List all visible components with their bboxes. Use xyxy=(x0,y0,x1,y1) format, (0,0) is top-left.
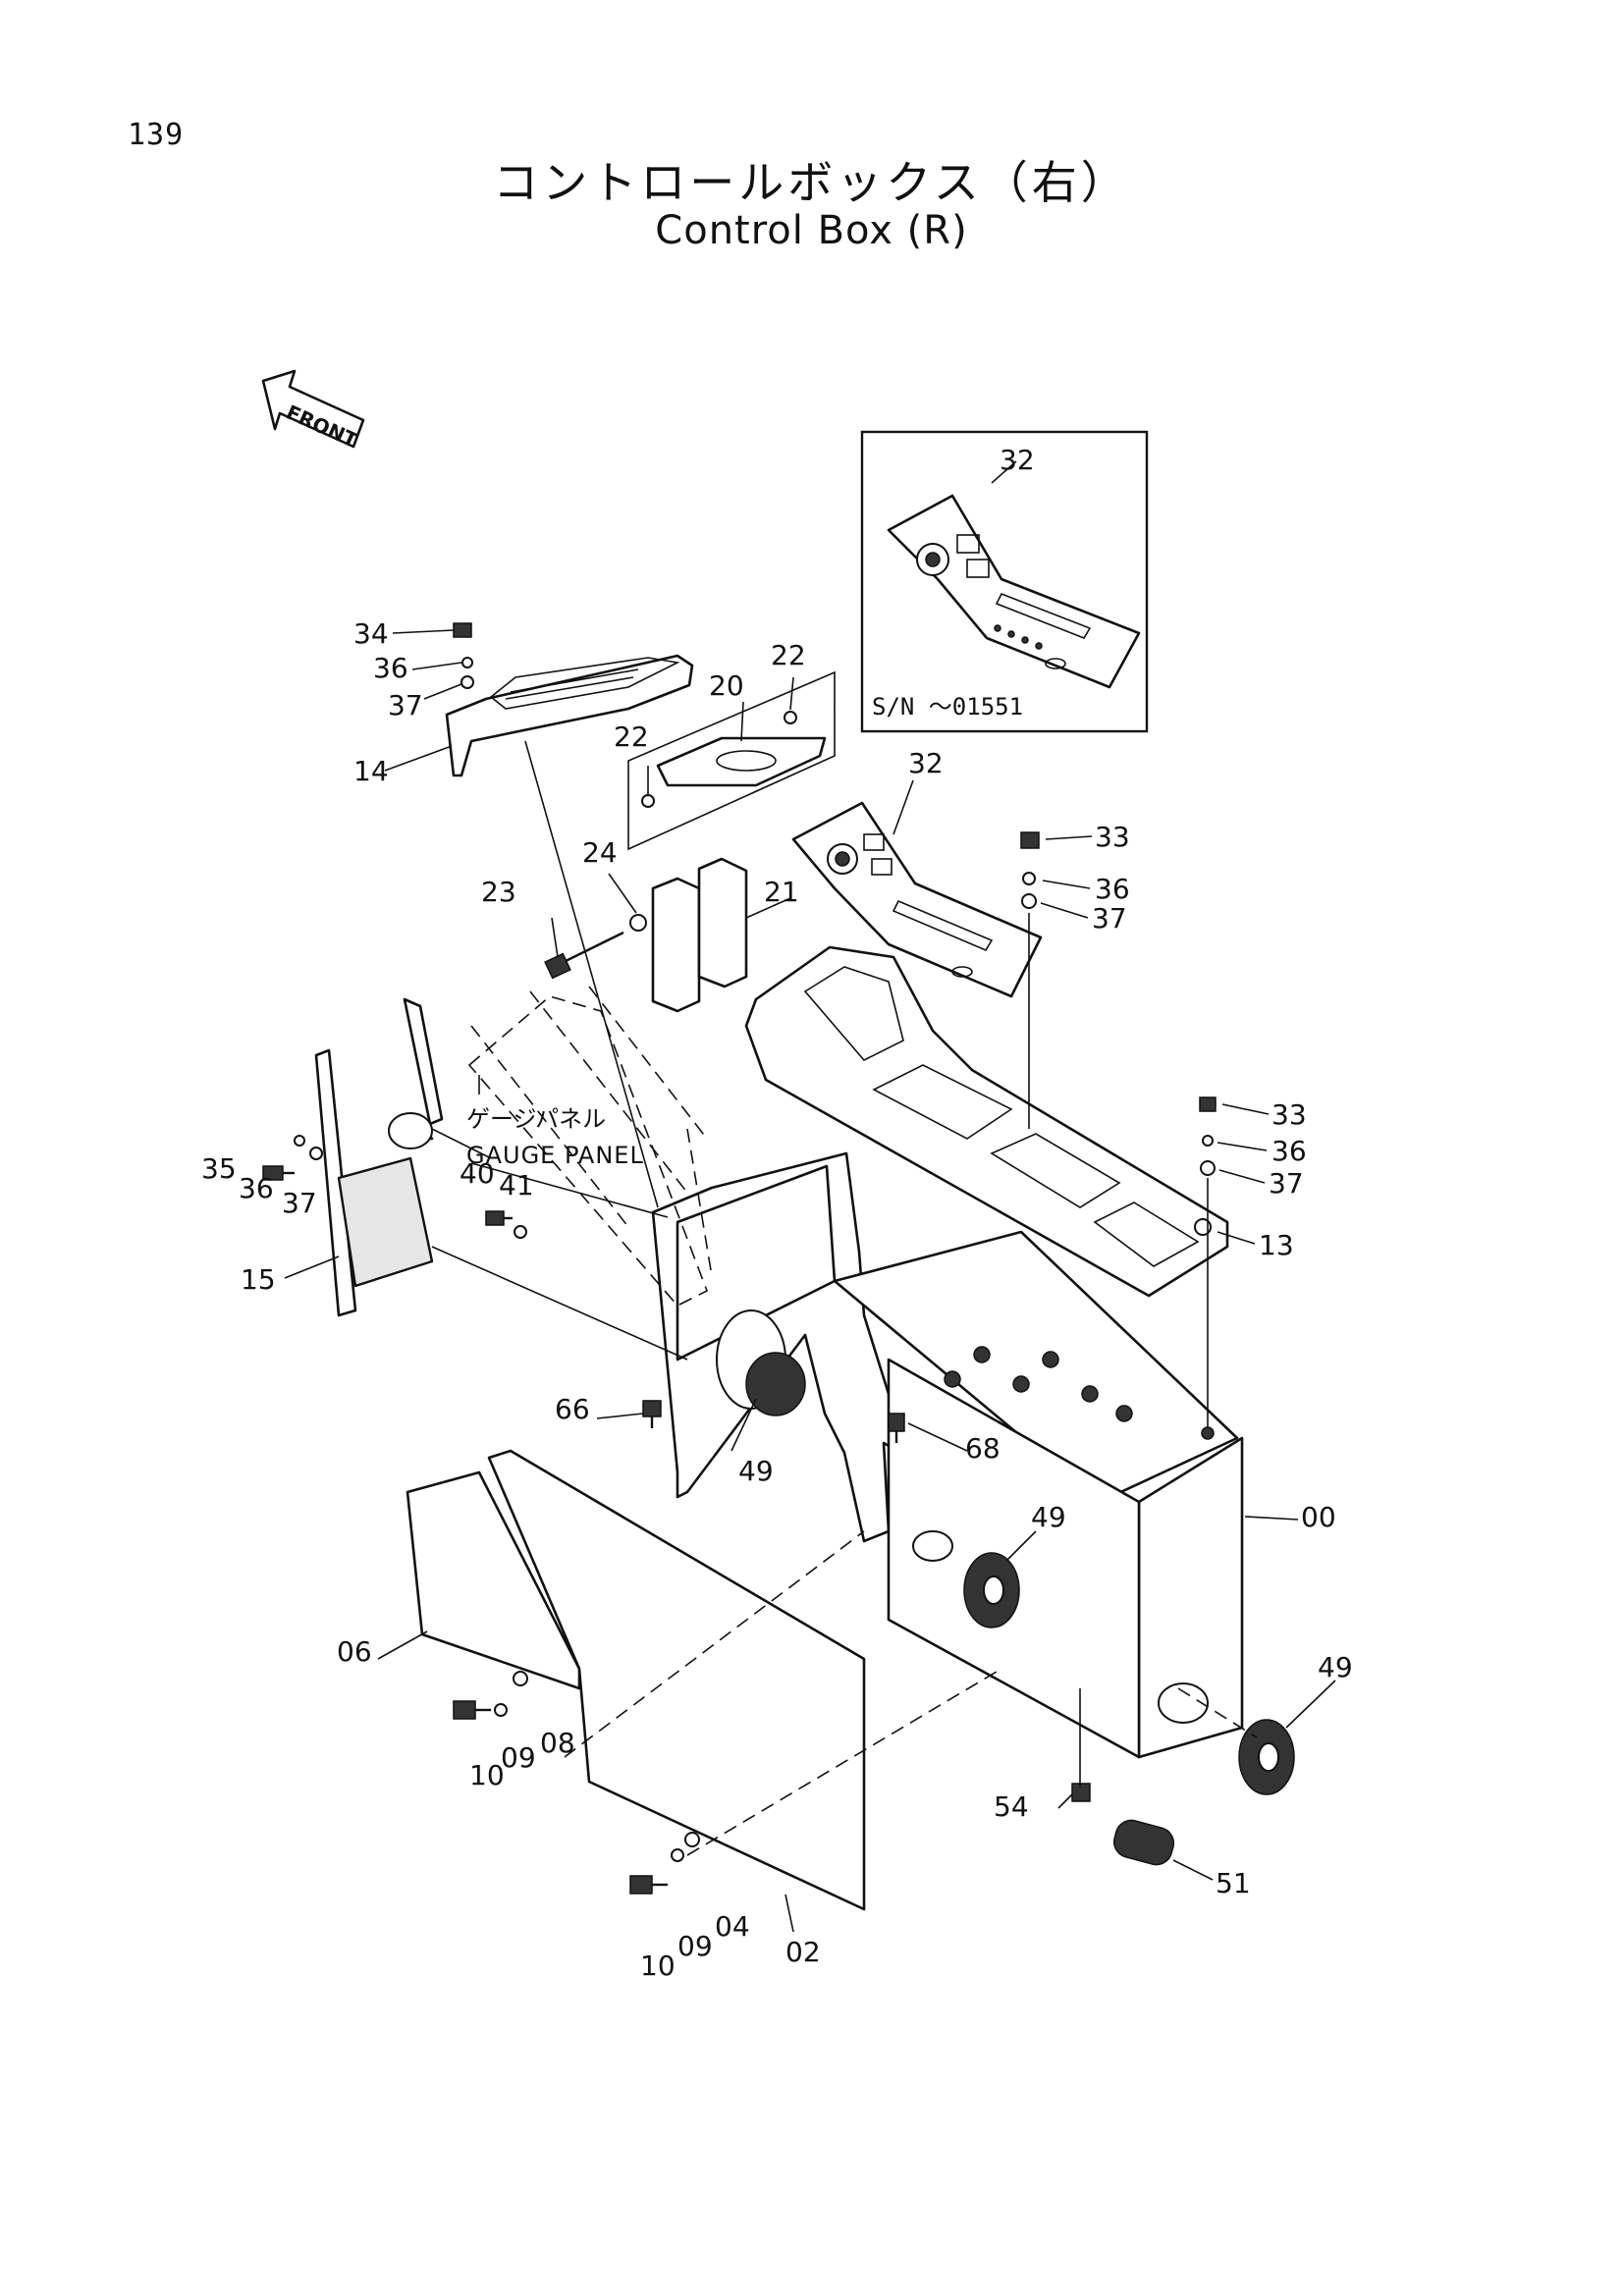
callout-10: 10 xyxy=(469,1759,505,1791)
callout-33: 33 xyxy=(1271,1098,1307,1131)
callout-37: 37 xyxy=(388,689,423,721)
callout-13: 13 xyxy=(1259,1229,1294,1261)
part-00-main-body xyxy=(651,1151,1244,1759)
callout-40: 40 xyxy=(460,1157,495,1190)
bolt-icon xyxy=(485,1210,513,1226)
callout-06: 06 xyxy=(337,1635,372,1668)
grommet xyxy=(1115,1405,1133,1422)
part-24-washer xyxy=(629,914,647,932)
callout-41: 41 xyxy=(499,1169,534,1201)
grommet xyxy=(973,1346,991,1363)
callout-36: 36 xyxy=(239,1172,274,1204)
callout-49: 49 xyxy=(1318,1651,1353,1683)
callout-00: 00 xyxy=(1301,1501,1336,1533)
part-22-washer-b xyxy=(784,711,797,724)
callout-54: 54 xyxy=(994,1790,1029,1823)
callout-49: 49 xyxy=(1031,1501,1066,1533)
callout-34: 34 xyxy=(353,617,389,650)
title-english: Control Box (R) xyxy=(655,208,968,253)
part-20-group-outline xyxy=(627,670,836,851)
callout-04: 04 xyxy=(715,1910,750,1943)
part-54-screw xyxy=(1071,1783,1091,1802)
callout-36: 36 xyxy=(1095,873,1130,905)
callout-32: 32 xyxy=(908,747,944,779)
washer-icon xyxy=(671,1832,700,1862)
callout-68: 68 xyxy=(965,1432,1001,1465)
callout-20: 20 xyxy=(709,669,744,702)
page-number: 139 xyxy=(128,118,185,152)
inset-box: 32 S/N ～01551 xyxy=(860,430,1149,733)
washer-icon xyxy=(294,1135,323,1160)
inset-serial-note: S/N ～01551 xyxy=(872,693,1023,721)
part-32-panel-plate xyxy=(791,801,1043,998)
callout-36: 36 xyxy=(373,652,408,684)
callout-37: 37 xyxy=(1092,902,1127,934)
part-13-console-top xyxy=(744,945,1229,1298)
title-japanese: コントロールボックス（右） xyxy=(493,156,1130,209)
callout-33: 33 xyxy=(1095,821,1130,853)
leader-lines xyxy=(431,740,1209,1787)
callout-21: 21 xyxy=(764,876,799,908)
washer-icon xyxy=(1021,872,1037,909)
grommet xyxy=(944,1370,961,1388)
callout-14: 14 xyxy=(353,755,389,787)
bolt-icon xyxy=(453,1700,491,1720)
part-21-bracket xyxy=(651,857,748,1013)
bolt-icon xyxy=(262,1165,295,1181)
front-arrow-icon: FRONT xyxy=(261,369,365,453)
callout-37: 37 xyxy=(1269,1167,1304,1200)
callout-22: 22 xyxy=(614,721,649,753)
bolt-icon xyxy=(1020,831,1040,849)
part-49-grommet-a xyxy=(963,1552,1020,1629)
gauge-panel-outline xyxy=(467,995,709,1307)
callout-37: 37 xyxy=(282,1187,317,1219)
grommet xyxy=(1042,1351,1059,1368)
washer-icon xyxy=(494,1671,528,1717)
part-14-top-cover xyxy=(445,654,694,777)
part-51-cushion xyxy=(1112,1819,1175,1866)
callout-49: 49 xyxy=(738,1455,774,1487)
callout-51: 51 xyxy=(1216,1867,1251,1899)
part-23-bolt xyxy=(544,931,624,980)
callout-08: 08 xyxy=(540,1727,575,1759)
callout-10: 10 xyxy=(640,1949,676,1982)
grommet xyxy=(1012,1375,1030,1393)
callout-leaders xyxy=(284,629,1336,1933)
part-22-washer xyxy=(641,794,655,808)
callout-24: 24 xyxy=(582,836,618,869)
washer-icon xyxy=(1200,1135,1216,1176)
washer-icon xyxy=(514,1225,527,1239)
callout-23: 23 xyxy=(481,876,516,908)
bolt-icon xyxy=(888,1413,905,1443)
washer-icon xyxy=(460,657,474,689)
bolt-icon xyxy=(629,1875,668,1895)
assembly-guide-lines xyxy=(470,986,1258,1856)
bolt-icon xyxy=(642,1400,662,1428)
part-49-grommet-b xyxy=(1238,1719,1295,1795)
callout-22: 22 xyxy=(771,639,806,671)
part-20-plate xyxy=(656,736,827,787)
annotation-jp: ゲージパネル xyxy=(466,1105,606,1133)
bolt-icon xyxy=(453,622,472,638)
bolt-icon xyxy=(1199,1096,1217,1112)
part-02-panel xyxy=(487,1449,866,1911)
callout-02: 02 xyxy=(785,1936,821,1968)
callout-66: 66 xyxy=(555,1393,590,1425)
callout-36: 36 xyxy=(1271,1135,1307,1167)
callout-35: 35 xyxy=(201,1152,237,1185)
callout-09: 09 xyxy=(677,1930,713,1962)
callout-09: 09 xyxy=(501,1741,536,1774)
annotation-en: GAUGE PANEL xyxy=(466,1142,644,1169)
part-15-side-bracket xyxy=(314,997,444,1317)
inset-part-32-label: 32 xyxy=(1000,444,1035,476)
callout-15: 15 xyxy=(241,1263,276,1296)
grommet xyxy=(1081,1385,1099,1403)
